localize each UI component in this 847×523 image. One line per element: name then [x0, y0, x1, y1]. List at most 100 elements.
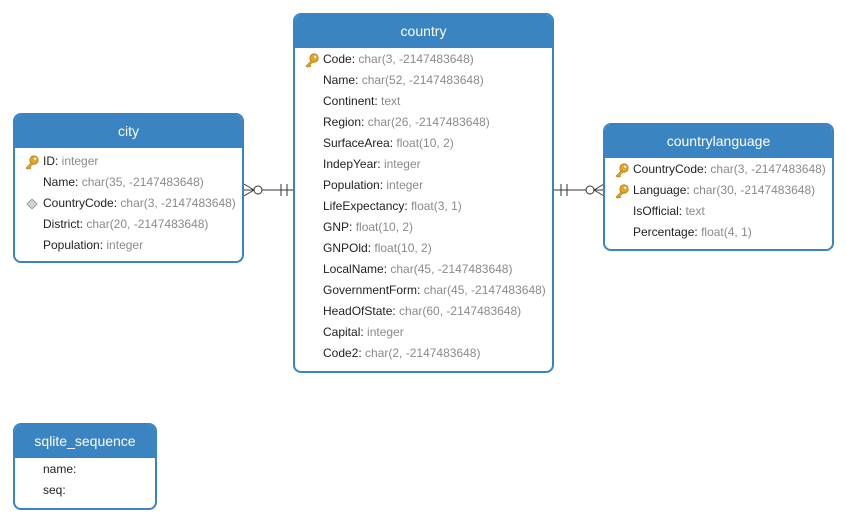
- field-label: IsOfficial: text: [633, 201, 705, 222]
- field-row[interactable]: Language: char(30, -2147483648): [605, 180, 832, 201]
- field-separator: :: [358, 346, 366, 360]
- field-row[interactable]: District: char(20, -2147483648): [15, 214, 242, 235]
- field-separator: :: [694, 225, 702, 239]
- field-separator: :: [355, 73, 362, 87]
- entity-sqlite-sequence[interactable]: sqlite_sequence name: seq:: [13, 423, 157, 510]
- field-separator: :: [349, 220, 356, 234]
- field-separator: :: [62, 483, 66, 497]
- field-row[interactable]: GNPOld: float(10, 2): [295, 238, 552, 259]
- field-type: char(45, -2147483648): [423, 283, 546, 297]
- field-row[interactable]: GovernmentForm: char(45, -2147483648): [295, 280, 552, 301]
- field-row[interactable]: Capital: integer: [295, 322, 552, 343]
- field-row[interactable]: IndepYear: integer: [295, 154, 552, 175]
- field-separator: :: [389, 136, 397, 150]
- field-row[interactable]: CountryCode: char(3, -2147483648): [605, 159, 832, 180]
- field-label: name:: [43, 459, 76, 480]
- field-row[interactable]: CountryCode: char(3, -2147483648): [15, 193, 242, 214]
- field-row[interactable]: LifeExpectancy: float(3, 1): [295, 196, 552, 217]
- field-label: CountryCode: char(3, -2147483648): [43, 193, 236, 214]
- field-separator: :: [686, 183, 694, 197]
- field-list: CountryCode: char(3, -2147483648)Languag…: [605, 158, 832, 243]
- field-name: HeadOfState: [323, 304, 393, 318]
- field-name: Region: [323, 115, 362, 129]
- field-row[interactable]: Population: integer: [295, 175, 552, 196]
- field-type: char(52, -2147483648): [361, 73, 484, 87]
- field-separator: :: [360, 325, 368, 339]
- field-separator: :: [383, 262, 391, 276]
- field-row[interactable]: ID: integer: [15, 151, 242, 172]
- field-row[interactable]: Population: integer: [15, 235, 242, 256]
- field-label: Name: char(52, -2147483648): [323, 70, 484, 91]
- field-type: char(3, -2147483648): [358, 52, 474, 66]
- field-list: name: seq:: [15, 458, 155, 501]
- field-type: char(20, -2147483648): [86, 217, 209, 231]
- field-name: Language: [633, 183, 687, 197]
- field-row[interactable]: Code2: char(2, -2147483648): [295, 343, 552, 364]
- field-row[interactable]: Continent: text: [295, 91, 552, 112]
- field-separator: :: [404, 199, 412, 213]
- field-row[interactable]: name:: [15, 459, 155, 480]
- field-row[interactable]: GNP: float(10, 2): [295, 217, 552, 238]
- field-row[interactable]: Name: char(52, -2147483648): [295, 70, 552, 91]
- field-separator: :: [417, 283, 424, 297]
- field-row[interactable]: Code: char(3, -2147483648): [295, 49, 552, 70]
- field-name: LocalName: [323, 262, 384, 276]
- field-separator: :: [75, 175, 82, 189]
- field-label: seq:: [43, 480, 66, 501]
- field-label: Population: integer: [323, 175, 423, 196]
- field-name: LifeExpectancy: [323, 199, 405, 213]
- field-name: GovernmentForm: [323, 283, 418, 297]
- field-row[interactable]: Region: char(26, -2147483648): [295, 112, 552, 133]
- field-type: float(10, 2): [396, 136, 454, 150]
- field-type: float(3, 1): [411, 199, 462, 213]
- field-label: CountryCode: char(3, -2147483648): [633, 159, 826, 180]
- field-row[interactable]: IsOfficial: text: [605, 201, 832, 222]
- field-name: Continent: [323, 94, 375, 108]
- field-type: char(30, -2147483648): [693, 183, 816, 197]
- entity-country[interactable]: country Code: char(3, -2147483648)Name: …: [293, 13, 554, 373]
- primary-key-icon: [304, 52, 320, 68]
- field-row[interactable]: LocalName: char(45, -2147483648): [295, 259, 552, 280]
- field-label: Language: char(30, -2147483648): [633, 180, 815, 201]
- field-row[interactable]: Name: char(35, -2147483648): [15, 172, 242, 193]
- field-type: float(10, 2): [374, 241, 432, 255]
- field-type: text: [685, 204, 705, 218]
- field-type: char(35, -2147483648): [81, 175, 204, 189]
- field-name: Population: [43, 238, 100, 252]
- field-label: Percentage: float(4, 1): [633, 222, 752, 243]
- entity-countrylanguage[interactable]: countrylanguage CountryCode: char(3, -21…: [603, 123, 834, 251]
- entity-title: country: [295, 15, 552, 48]
- foreign-key-icon: [24, 196, 40, 212]
- field-type: char(3, -2147483648): [710, 162, 826, 176]
- field-label: HeadOfState: char(60, -2147483648): [323, 301, 521, 322]
- field-type: text: [381, 94, 401, 108]
- field-separator: :: [113, 196, 121, 210]
- field-row[interactable]: HeadOfState: char(60, -2147483648): [295, 301, 552, 322]
- field-separator: :: [55, 154, 62, 168]
- field-separator: :: [367, 241, 375, 255]
- field-name: CountryCode: [43, 196, 114, 210]
- field-label: Capital: integer: [323, 322, 404, 343]
- field-label: LocalName: char(45, -2147483648): [323, 259, 512, 280]
- field-type: char(2, -2147483648): [365, 346, 481, 360]
- field-label: GovernmentForm: char(45, -2147483648): [323, 280, 546, 301]
- field-separator: :: [361, 115, 368, 129]
- field-name: CountryCode: [633, 162, 704, 176]
- field-name: GNP: [323, 220, 350, 234]
- field-row[interactable]: Percentage: float(4, 1): [605, 222, 832, 243]
- field-separator: :: [73, 462, 77, 476]
- field-name: Percentage: [633, 225, 695, 239]
- field-label: Code2: char(2, -2147483648): [323, 343, 480, 364]
- field-name: IsOfficial: [633, 204, 679, 218]
- field-name: District: [43, 217, 80, 231]
- field-name: Capital: [323, 325, 361, 339]
- field-label: SurfaceArea: float(10, 2): [323, 133, 454, 154]
- field-label: LifeExpectancy: float(3, 1): [323, 196, 462, 217]
- field-row[interactable]: SurfaceArea: float(10, 2): [295, 133, 552, 154]
- field-type: float(4, 1): [701, 225, 752, 239]
- field-name: Code: [323, 52, 352, 66]
- field-row[interactable]: seq:: [15, 480, 155, 501]
- field-type: char(45, -2147483648): [390, 262, 513, 276]
